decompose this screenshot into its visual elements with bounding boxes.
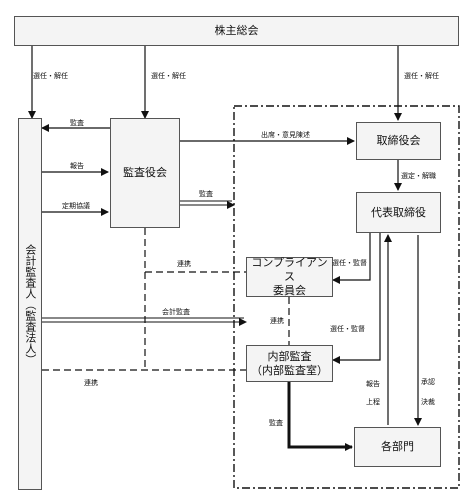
compliance-committee-label: コンプライアンス 委員会 xyxy=(251,256,328,297)
audit-board-box: 監査役会 xyxy=(110,118,180,228)
shareholders-meeting-label: 株主総会 xyxy=(214,24,259,38)
edge-label-report-line1: 報告 xyxy=(366,380,380,388)
accounting-auditor-label: 会計監査人（監査法人） xyxy=(23,243,37,365)
representative-director-box: 代表取締役 xyxy=(356,192,441,233)
compliance-committee-box: コンプライアンス 委員会 xyxy=(246,256,333,297)
edge-label-accounting-audit: 会計監査 xyxy=(162,308,190,316)
edge-label-cooperation-1: 連携 xyxy=(177,260,191,268)
representative-director-label: 代表取締役 xyxy=(371,205,426,219)
edge-label-cooperation-3: 連携 xyxy=(84,379,98,387)
edge-label-appoint-supervise-1: 選任・監督 xyxy=(332,259,367,267)
edge-label-report-line2: 上程 xyxy=(366,398,380,406)
edge-label-regular-meeting: 定期協議 xyxy=(62,202,90,210)
edge-label-appoint-board: 選任・解任 xyxy=(404,72,439,80)
edge-label-approval-line1: 承認 xyxy=(421,378,435,386)
departments-label: 各部門 xyxy=(381,440,414,454)
edge-label-appoint-audit-board: 選任・解任 xyxy=(151,72,186,80)
edge-label-cooperation-2: 連携 xyxy=(270,317,284,325)
board-of-directors-label: 取締役会 xyxy=(376,134,421,148)
arrow-appoint-supervise-compliance xyxy=(332,233,371,284)
edge-label-select-dismiss: 選定・解職 xyxy=(401,172,436,180)
internal-audit-box: 内部監査 （内部監査室） xyxy=(246,345,333,382)
internal-audit-label: 内部監査 （内部監査室） xyxy=(251,349,328,377)
arrow-appoint-supervise-internal xyxy=(332,233,381,364)
shareholders-meeting-box: 株主総会 xyxy=(14,16,459,46)
edge-label-internal-audit: 監査 xyxy=(269,419,283,427)
audit-board-label: 監査役会 xyxy=(123,166,167,180)
edge-label-appoint-auditor: 選任・解任 xyxy=(33,72,68,80)
accounting-auditor-box: 会計監査人（監査法人） xyxy=(18,118,42,490)
edge-label-audit-auditor: 監査 xyxy=(70,119,84,127)
board-of-directors-box: 取締役会 xyxy=(356,122,441,160)
edge-label-appoint-supervise-2: 選任・監督 xyxy=(330,325,365,333)
edge-label-report: 報告 xyxy=(70,162,84,170)
arrow-internal-audit-departments xyxy=(287,382,353,451)
departments-box: 各部門 xyxy=(354,427,441,467)
edge-label-audit-management: 監査 xyxy=(199,190,213,198)
edge-label-attend-opinion: 出席・意見陳述 xyxy=(261,131,310,139)
management-boundary xyxy=(233,105,460,489)
edge-label-approval-line2: 決裁 xyxy=(421,398,435,406)
